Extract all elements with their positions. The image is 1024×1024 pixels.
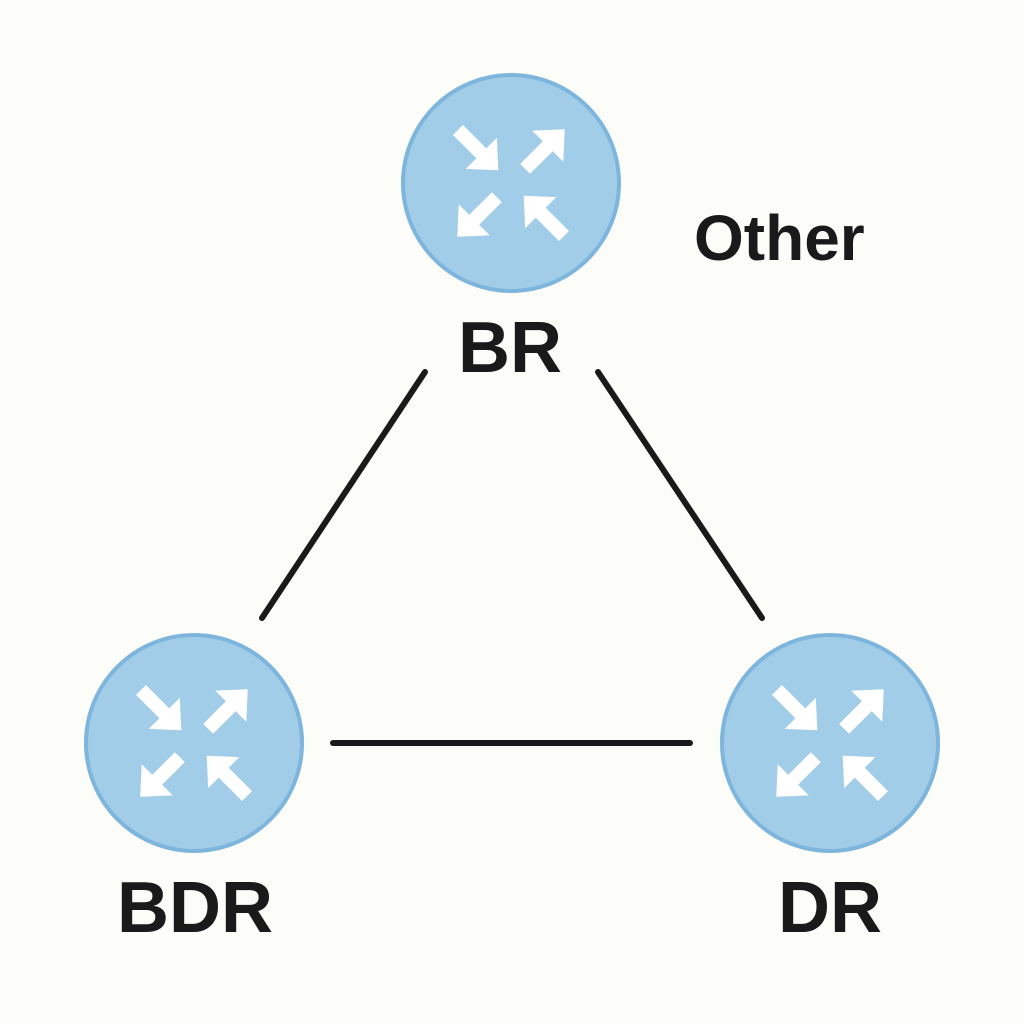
router-bdr-label: BDR [117,868,273,948]
other-label: Other [694,202,865,274]
router-bdr-icon[interactable] [84,633,304,853]
router-br-icon[interactable] [401,73,621,293]
link-br-bdr [259,369,428,621]
link-br-dr [595,369,765,621]
router-dr-label: DR [778,868,882,948]
router-dr-icon[interactable] [720,633,940,853]
router-br-label: BR [458,308,562,388]
